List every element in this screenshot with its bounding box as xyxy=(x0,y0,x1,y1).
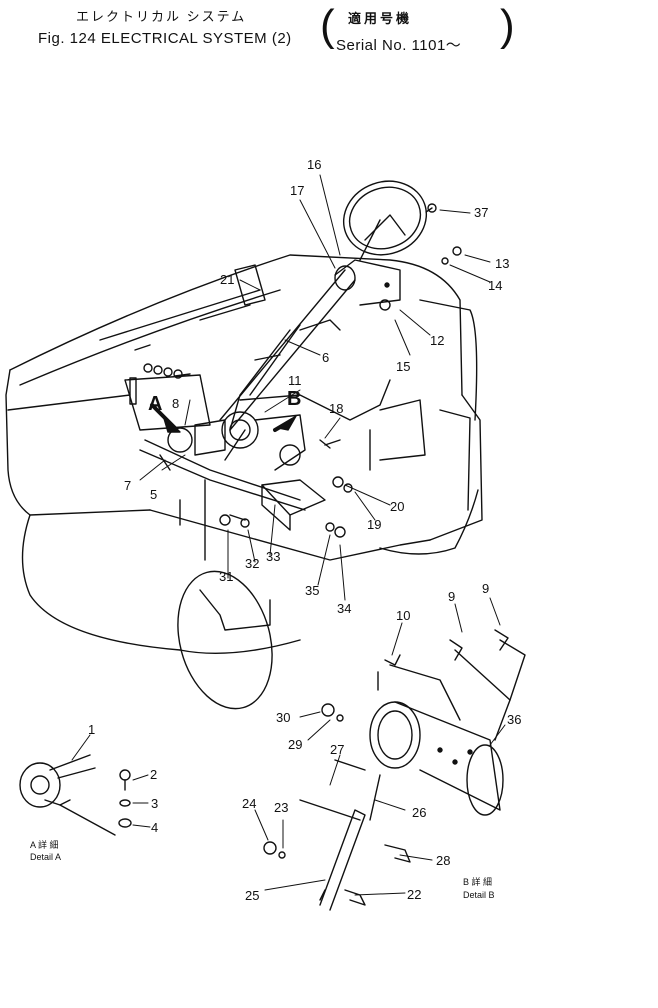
callout-10: 10 xyxy=(396,608,410,623)
callout-5: 5 xyxy=(150,487,157,502)
callout-28: 28 xyxy=(436,853,450,868)
steering-column xyxy=(219,259,401,431)
callout-17: 17 xyxy=(290,183,304,198)
roller-drum xyxy=(21,489,479,710)
callout-7: 7 xyxy=(124,478,131,493)
callout-20: 20 xyxy=(390,499,404,514)
detail-b-label: Detail B xyxy=(463,890,495,900)
callout-36: 36 xyxy=(507,712,521,727)
figure-title: Fig. 124 ELECTRICAL SYSTEM (2) xyxy=(38,30,292,47)
callout-22: 22 xyxy=(407,887,421,902)
title-japanese: エレクトリカル システム xyxy=(76,9,247,24)
callout-2: 2 xyxy=(150,767,157,782)
callout-23: 23 xyxy=(274,800,288,815)
callout-27: 27 xyxy=(330,742,344,757)
callout-24: 24 xyxy=(242,796,256,811)
callout-11: 11 xyxy=(288,373,302,388)
callout-9-first: 9 xyxy=(448,589,455,604)
callout-37: 37 xyxy=(474,205,488,220)
callout-21: 21 xyxy=(220,272,234,287)
callout-26: 26 xyxy=(412,805,426,820)
callout-25: 25 xyxy=(245,888,259,903)
callout-6: 6 xyxy=(322,350,329,365)
detail-b-motor xyxy=(263,629,526,911)
callout-8: 8 xyxy=(172,396,179,411)
control-panel-assembly xyxy=(124,344,306,511)
serial-number-range: Serial No. 1101～ xyxy=(336,37,462,54)
detail-a-label: Detail A xyxy=(30,852,61,862)
callout-29: 29 xyxy=(288,737,302,752)
callout-30: 30 xyxy=(276,710,290,725)
wiring-harness xyxy=(224,264,301,461)
serial-bracket-close: ) xyxy=(500,1,515,50)
leader-lines xyxy=(71,174,506,896)
serial-label-japanese: 適用号機 xyxy=(348,11,413,26)
callout-15: 15 xyxy=(396,359,410,374)
detail-b-label-jp: B 詳 細 xyxy=(463,876,492,887)
callout-13: 13 xyxy=(495,256,509,271)
detail-a-label-jp: A 詳 細 xyxy=(30,839,59,850)
callout-9-second: 9 xyxy=(482,581,489,596)
callout-16: 16 xyxy=(307,157,321,172)
bracket-assembly xyxy=(219,439,353,538)
serial-bracket-open: ( xyxy=(320,1,335,50)
machine-body-outline xyxy=(5,254,483,561)
callout-12: 12 xyxy=(430,333,444,348)
callout-31: 31 xyxy=(219,569,233,584)
callout-14: 14 xyxy=(488,278,502,293)
steering-wheel xyxy=(342,180,428,261)
callout-35: 35 xyxy=(305,583,319,598)
callout-1: 1 xyxy=(88,722,95,737)
view-a-label: A xyxy=(148,393,162,415)
callout-3: 3 xyxy=(151,796,158,811)
fasteners-upper xyxy=(425,203,462,265)
view-arrows xyxy=(150,403,297,433)
view-b-label: B xyxy=(287,388,301,410)
callout-18: 18 xyxy=(329,401,343,416)
detail-a-switch xyxy=(19,754,132,836)
callout-32: 32 xyxy=(245,556,259,571)
callout-34: 34 xyxy=(337,601,351,616)
callout-19: 19 xyxy=(367,517,381,532)
callout-4: 4 xyxy=(151,820,158,835)
callout-33: 33 xyxy=(266,549,280,564)
